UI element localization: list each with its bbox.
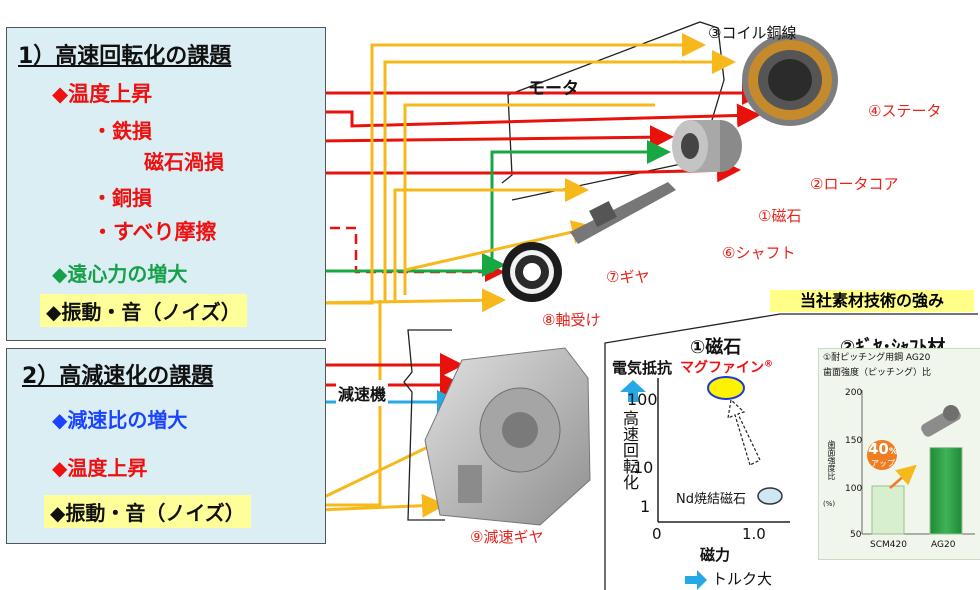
rotor-core-illustration — [672, 120, 742, 172]
temperature-rise-item-2: ◆温度上昇 — [52, 456, 148, 480]
reduction-gear-label: ⑨減速ギヤ — [470, 528, 544, 546]
gear-bar-scm420 — [871, 485, 905, 535]
gear-bar-ag20 — [929, 447, 963, 535]
gear-y-tick-100: 100 — [845, 484, 863, 494]
iron-loss-item: ・鉄損 — [92, 119, 152, 143]
motor-label: モータ — [528, 79, 579, 99]
magnet-section-title: ①磁石 — [690, 337, 742, 358]
gear-chart-y-unit: (%) — [823, 500, 836, 508]
nd-magnet-label: Nd焼結磁石 — [676, 492, 746, 507]
stator-illustration — [742, 34, 838, 126]
reduction-gear-illustration — [424, 347, 591, 526]
magnet-y-tick-100: 100 — [627, 390, 658, 409]
sliding-friction-item: ・すべり摩擦 — [92, 220, 217, 244]
gear-y-tick-200: 200 — [845, 388, 863, 398]
magnet-x-tick-0: 0 — [652, 525, 662, 543]
panel1-title: 1）高速回転化の課題 — [18, 44, 232, 69]
gear-reducer-label: 減速機 — [336, 380, 389, 406]
magnet-chart-y-title: 電気抵抗 — [612, 359, 673, 377]
strengths-banner: 当社素材技術の強み — [770, 290, 974, 312]
coil-label: ③コイル銅線 — [708, 24, 797, 42]
gear-category-label-0: SCM420 — [870, 540, 907, 550]
magnet-chart-x-caption: トルク大 — [712, 570, 773, 588]
gear-shaft-thumbnail — [921, 405, 961, 437]
bearing-label: ⑧軸受け — [542, 311, 601, 329]
gear-badge-value: 40% — [868, 440, 898, 458]
nd-magnet-marker — [757, 487, 783, 505]
magnet-label: ①磁石 — [758, 207, 802, 225]
reduction-ratio-item: ◆減速比の増大 — [52, 408, 188, 432]
gear-label: ⑦ギヤ — [606, 268, 650, 286]
magnet-chart-y-label: 高速回転化 — [620, 410, 639, 490]
centrifugal-force-item: ◆遠心力の増大 — [52, 262, 188, 286]
vibration-noise-item-2: ◆振動・音（ノイズ） — [44, 495, 251, 528]
panel2-title: 2）高減速化の課題 — [22, 364, 214, 389]
magnet-y-tick-1: 1 — [640, 497, 651, 516]
gear-chart-header-2: 歯面強度（ピッチング）比 — [823, 368, 932, 378]
shaft-label: ⑥シャフト — [722, 244, 796, 262]
temperature-rise-item: ◆温度上昇 — [52, 82, 153, 106]
gear-chart-y-label: 歯面強度比 — [827, 440, 836, 480]
rotor-core-label: ②ロータコア — [810, 175, 899, 193]
bearing-illustration — [502, 242, 562, 302]
copper-loss-item: ・銅損 — [92, 186, 152, 210]
gear-chart-header-1: ①耐ピッチング用鋼 AG20 — [823, 353, 931, 363]
magnet-eddy-loss-item: 磁石渦損 — [144, 150, 224, 174]
magfine-label: マグファイン® — [680, 359, 773, 376]
gear-badge-text: アップ — [871, 459, 895, 468]
stator-label: ④ステータ — [868, 102, 942, 120]
gear-y-tick-150: 150 — [845, 436, 863, 446]
gear-category-label-1: AG20 — [931, 540, 956, 550]
gear-y-tick-50: 50 — [850, 530, 862, 540]
magnet-chart-x-label: 磁力 — [700, 546, 731, 564]
magnet-x-tick-1: 1.0 — [742, 525, 766, 543]
magfine-marker — [707, 376, 745, 400]
magnet-y-tick-10: 10 — [633, 458, 654, 477]
vibration-noise-item-1: ◆振動・音（ノイズ） — [40, 294, 247, 327]
shaft-illustration — [570, 182, 676, 244]
challenges-panel-high-speed — [6, 27, 326, 341]
